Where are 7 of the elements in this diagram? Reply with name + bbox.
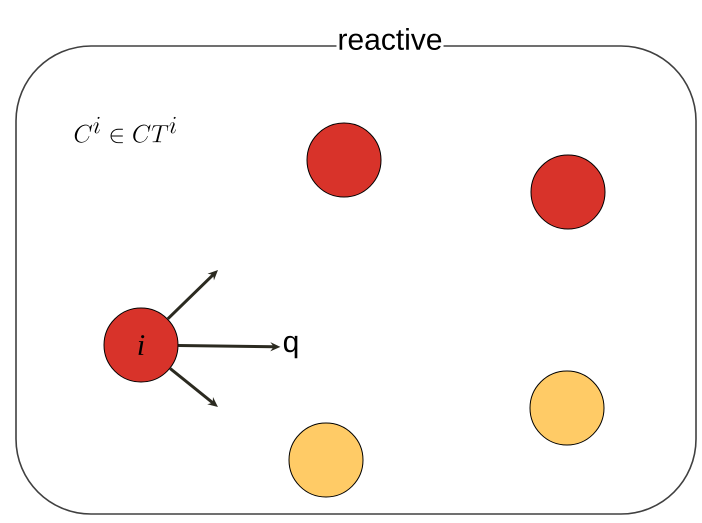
output-label: q [284, 336, 298, 358]
particle-circle [306, 122, 382, 198]
particle-circle [530, 370, 604, 446]
formula-label: $C^i \in CT^i$ [74, 116, 176, 144]
node-label: reactive [339, 28, 442, 50]
particle-circle [530, 154, 606, 230]
particle-circle [288, 422, 364, 498]
